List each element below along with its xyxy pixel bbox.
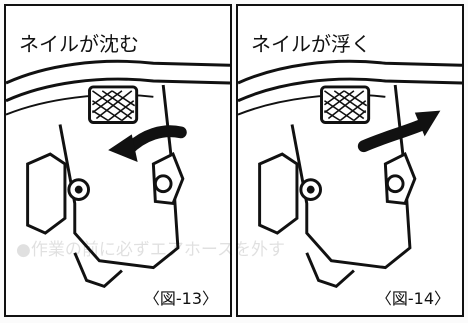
nail-floats-illustration <box>238 59 462 289</box>
figure-14-caption: 〈図-14〉 <box>373 289 452 309</box>
figure-13-caption: 〈図-13〉 <box>141 289 220 309</box>
figure-13-panel: ネイルが沈む 〈図-13〉 <box>4 4 232 317</box>
figure-13-title: ネイルが沈む <box>16 32 142 56</box>
nail-sinks-illustration <box>6 59 230 289</box>
figure-14-title: ネイルが浮く <box>248 32 374 56</box>
figure-14-panel: ネイルが浮く 〈図-14〉 <box>236 4 464 317</box>
